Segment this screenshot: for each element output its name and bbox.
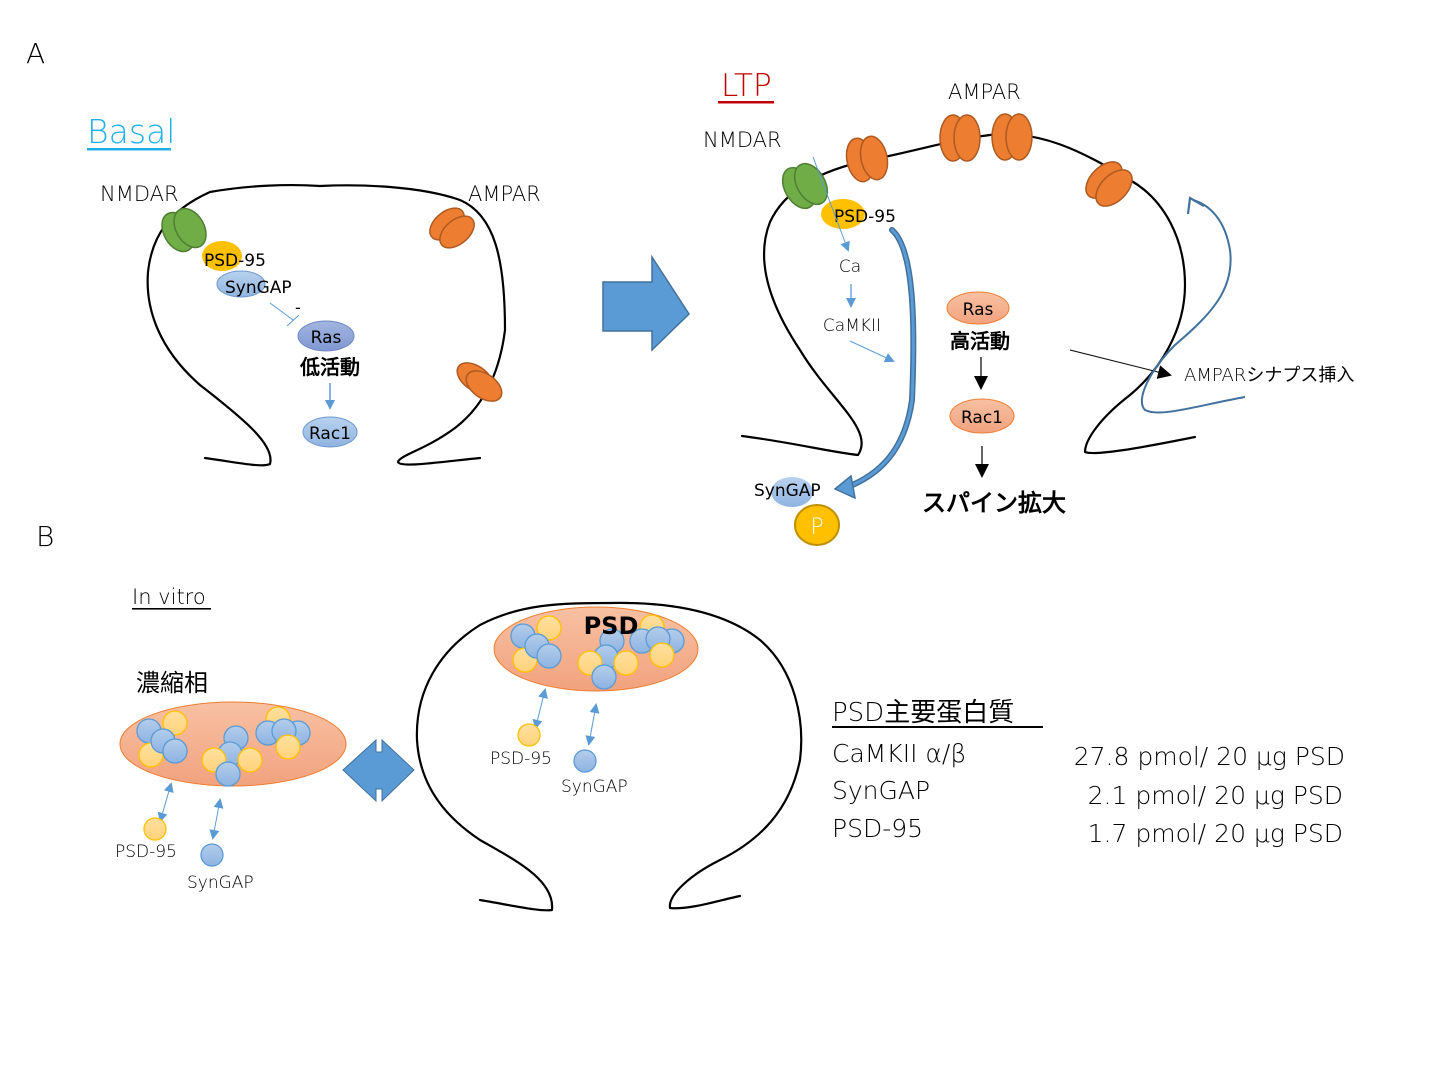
ltp-title: LTP <box>721 68 772 104</box>
table-amount: 2.1 pmol/ 20 μg PSD <box>1088 781 1343 810</box>
ltp-title-underline <box>718 101 774 104</box>
transition-right-arrow <box>602 254 690 352</box>
in-vitro-title: In vitro <box>132 585 206 609</box>
ltp-syngap-label: SynGAP <box>754 481 821 501</box>
ltp-ampar-3 <box>991 113 1033 161</box>
ltp-ras-blob <box>946 291 1010 325</box>
basal-spine-membrane <box>146 183 507 467</box>
ltp-syngap-blob <box>771 477 813 507</box>
ltp-ampar-label: AMPAR <box>948 80 1021 104</box>
ltp-ca-label: Ca <box>839 257 861 277</box>
panel-b-label: B <box>36 520 54 553</box>
psd95-exchange-arrow <box>157 782 174 823</box>
table-protein: SynGAP <box>832 776 930 805</box>
equivalence-double-arrow <box>342 738 415 803</box>
ltp-outcome-label: スパイン拡大 <box>922 489 1066 517</box>
basal-ampar-label: AMPAR <box>468 182 541 206</box>
camkii-action-arrow <box>849 340 895 363</box>
ltp-nmdar-label: NMDAR <box>703 128 782 152</box>
ltp-rac1-blob <box>949 398 1015 434</box>
basal-nmdar-receptor <box>161 207 207 253</box>
spine-syngap-exchange-arrow <box>585 703 600 746</box>
panel-a-label: A <box>26 37 45 70</box>
spine-psd95-label: PSD-95 <box>490 749 552 769</box>
psd95-bead <box>613 650 639 676</box>
ampar-insertion-pointer <box>1069 349 1172 379</box>
ltp-camkii-label: CaMKII <box>823 316 881 336</box>
psd95-bead <box>237 747 263 773</box>
psd-protein-table: PSD主要蛋白質 CaMKII α/β 27.8 pmol/ 20 μg PSD… <box>832 698 1345 848</box>
ampar-insertion-label: AMPARシナプス挿入 <box>1184 365 1354 386</box>
basal-ampar-lower <box>456 362 503 402</box>
phospho-badge <box>794 504 840 546</box>
psd95-bead <box>162 710 188 736</box>
basal-syngap-label: SynGAP <box>225 278 292 298</box>
basal-psd95-blob <box>202 241 242 271</box>
basal-title: Basal <box>87 112 175 151</box>
basal-ras-label: Ras <box>311 328 342 348</box>
basal-rac1-blob <box>302 416 358 448</box>
basal-ampar-top <box>429 207 475 249</box>
basal-inhibit-sign: - <box>295 298 301 317</box>
free-psd95-bead <box>143 817 167 841</box>
nmdar-to-ca-arrow <box>812 156 850 252</box>
ltp-ampar-2 <box>939 114 981 162</box>
syngap-bead <box>591 664 617 690</box>
ltp-ras-activity: 高活動 <box>950 329 1010 353</box>
spine-syngap-label: SynGAP <box>561 777 628 797</box>
basal-syngap-blob <box>216 270 266 298</box>
basal-rac1-label: Rac1 <box>309 424 351 444</box>
table-protein: CaMKII α/β <box>832 739 966 768</box>
spine-b-membrane <box>415 601 803 912</box>
ltp-psd95-label: PSD-95 <box>834 207 896 227</box>
spine-free-syngap-bead <box>573 749 597 773</box>
syngap-bead <box>162 738 188 764</box>
invitro-psd95-label: PSD-95 <box>115 842 177 862</box>
psd95-bead <box>275 734 301 760</box>
free-syngap-bead <box>200 843 224 867</box>
table-title: PSD主要蛋白質 <box>832 698 1014 728</box>
ltp-ampar-4 <box>1085 161 1133 207</box>
syngap-exchange-arrow <box>209 798 224 840</box>
ampar-trafficking-arrow <box>1140 199 1246 414</box>
table-protein: PSD-95 <box>832 814 923 843</box>
table-row: SynGAP 2.1 pmol/ 20 μg PSD <box>832 776 1343 810</box>
psd-label: PSD <box>584 612 639 640</box>
basal-inhibition-line <box>269 302 300 327</box>
table-amount: 1.7 pmol/ 20 μg PSD <box>1088 819 1343 848</box>
psd95-bead <box>649 642 675 668</box>
ampar-trafficking-arrowhead <box>1186 196 1205 215</box>
psd-beads <box>510 614 685 690</box>
ltp-spine-membrane <box>740 133 1197 457</box>
basal-psd95-label: PSD-95 <box>204 251 266 271</box>
invitro-syngap-label: SynGAP <box>187 873 254 893</box>
basal-title-underline <box>87 148 171 151</box>
basal-ras-activity: 低活動 <box>299 355 360 379</box>
spine-psd95-exchange-arrow <box>532 688 548 730</box>
table-row: CaMKII α/β 27.8 pmol/ 20 μg PSD <box>832 739 1345 771</box>
table-title-underline <box>832 726 1043 728</box>
syngap-bead <box>215 761 241 787</box>
basal-ras-blob <box>297 320 355 352</box>
syngap-bead <box>536 643 562 669</box>
table-row: PSD-95 1.7 pmol/ 20 μg PSD <box>832 814 1343 848</box>
spine-free-psd95-bead <box>517 723 541 747</box>
in-vitro-underline <box>132 608 211 610</box>
ltp-ras-label: Ras <box>963 300 994 320</box>
ltp-rac1-label: Rac1 <box>961 408 1003 428</box>
syngap-release-arrowhead <box>833 474 856 500</box>
condensate-label: 濃縮相 <box>136 669 208 697</box>
psd95-bead <box>536 615 562 641</box>
phospho-label: P <box>810 515 823 540</box>
condensate-beads <box>136 706 311 787</box>
basal-nmdar-label: NMDAR <box>100 182 179 206</box>
table-amount: 27.8 pmol/ 20 μg PSD <box>1074 742 1345 771</box>
ltp-ampar-1 <box>845 135 889 183</box>
